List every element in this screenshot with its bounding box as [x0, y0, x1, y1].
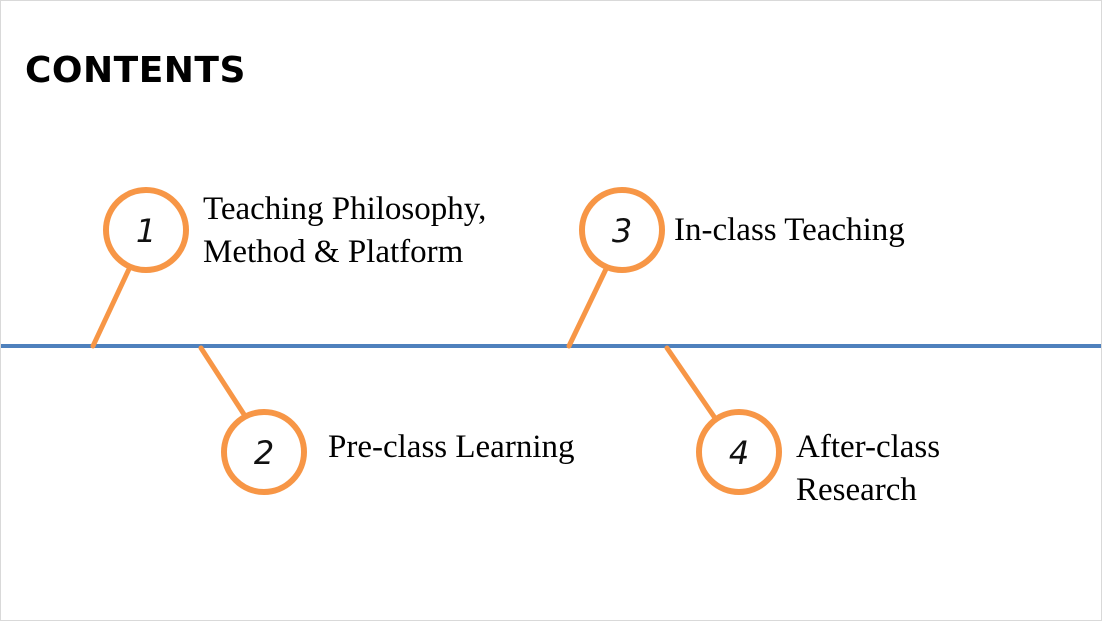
item-label-4-line-1: After-class	[796, 429, 941, 465]
item-label-3: In-class Teaching	[674, 209, 905, 252]
badge-3: 3	[579, 187, 665, 273]
item-label-4: After-class Research	[796, 426, 940, 512]
badge-number-4: 4	[729, 434, 749, 472]
item-label-4-line-2: Research	[796, 472, 917, 508]
connector-3	[566, 266, 609, 349]
item-label-3-line-1: In-class Teaching	[674, 212, 905, 248]
badge-4: 4	[696, 409, 782, 495]
badge-1: 1	[103, 187, 189, 273]
item-label-1-line-2: Method & Platform	[203, 234, 464, 270]
badge-number-1: 1	[136, 212, 156, 250]
badge-number-2: 2	[254, 434, 274, 472]
badge-number-3: 3	[612, 212, 632, 250]
connector-1	[90, 266, 132, 349]
item-label-2: Pre-class Learning	[328, 426, 575, 469]
item-label-1-line-1: Teaching Philosophy,	[203, 191, 487, 227]
page-title: CONTENTS	[25, 50, 246, 91]
item-label-2-line-1: Pre-class Learning	[328, 429, 575, 465]
badge-2: 2	[221, 409, 307, 495]
connector-4	[664, 345, 718, 421]
item-label-1: Teaching Philosophy, Method & Platform	[203, 188, 486, 274]
connector-2	[198, 345, 250, 422]
